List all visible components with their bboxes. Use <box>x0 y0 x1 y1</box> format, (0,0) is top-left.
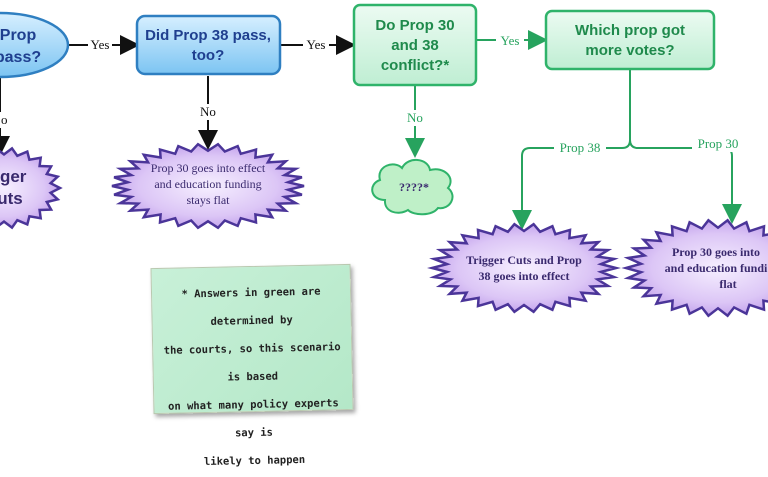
edge-label-prop30: Prop 30 <box>698 136 739 151</box>
edge-label-yes2: Yes <box>307 37 326 52</box>
flowchart-canvas: Yes Yes Yes o No No Prop 38 Prop 30 Prop… <box>0 3 768 318</box>
node-unknown-cloud: ????* <box>371 159 454 216</box>
node-prop30-pass-line2: pass? <box>0 49 41 66</box>
node-prop30-flat-right-line3: flat <box>719 277 736 291</box>
node-prop30-pass-line1: Prop <box>0 27 36 44</box>
footnote-line: the courts, so this scenario is based <box>163 341 341 384</box>
node-conflict: Do Prop 30 and 38 conflict?* <box>352 3 478 87</box>
outcome-stars <box>0 142 768 318</box>
node-prop30-flat-line2: and education funding <box>154 177 261 191</box>
node-conflict-line1: Do Prop 30 <box>375 17 454 34</box>
node-prop30-flat-right-shape <box>621 218 768 318</box>
node-prop38-pass-line2: too? <box>192 47 224 64</box>
node-prop30-flat-line3: stays flat <box>187 193 231 207</box>
node-prop30-flat-right-line2: and education fundi <box>665 261 768 275</box>
node-more-votes: Which prop got more votes? <box>544 9 716 71</box>
node-prop30-flat-line1: Prop 30 goes into effect <box>151 161 266 175</box>
edge-label-yes1: Yes <box>91 37 110 52</box>
node-prop38-pass-line1: Did Prop 38 pass, <box>145 27 271 44</box>
node-prop30-pass: Prop pass? <box>0 11 70 79</box>
edge-label-yes3: Yes <box>501 33 520 48</box>
edge-label-no2: No <box>200 104 216 119</box>
footnote-line: on what many policy experts say is <box>167 397 339 440</box>
node-trigger-cuts-38-shape <box>427 222 621 314</box>
footnote-sticky-note: * Answers in green are determined by the… <box>150 263 354 468</box>
node-trigger-cuts-left-line2: uts <box>0 189 23 208</box>
node-unknown-text: ????* <box>399 180 429 194</box>
node-trigger-cuts-38-line1: Trigger Cuts and Prop <box>466 253 582 267</box>
node-conflict-line3: conflict?* <box>381 57 449 74</box>
node-trigger-cuts-38-line2: 38 goes into effect <box>479 269 570 283</box>
node-conflict-line2: and 38 <box>391 37 439 54</box>
edge-label-no1: o <box>1 112 8 127</box>
node-trigger-cuts-left-shape <box>0 146 63 230</box>
footnote-line: likely to happen <box>203 453 306 469</box>
footnote-line: * Answers in green are determined by <box>181 285 321 328</box>
node-prop30-flat-right-line1: Prop 30 goes into <box>672 245 760 259</box>
edge-label-prop38: Prop 38 <box>560 140 601 155</box>
node-prop38-pass: Did Prop 38 pass, too? <box>135 14 282 76</box>
edge-label-no3: No <box>407 110 423 125</box>
node-trigger-cuts-left-line1: gger <box>0 167 27 186</box>
node-more-votes-line2: more votes? <box>585 42 674 59</box>
node-prop30-flat-shape <box>111 142 305 230</box>
node-more-votes-line1: Which prop got <box>575 22 685 39</box>
